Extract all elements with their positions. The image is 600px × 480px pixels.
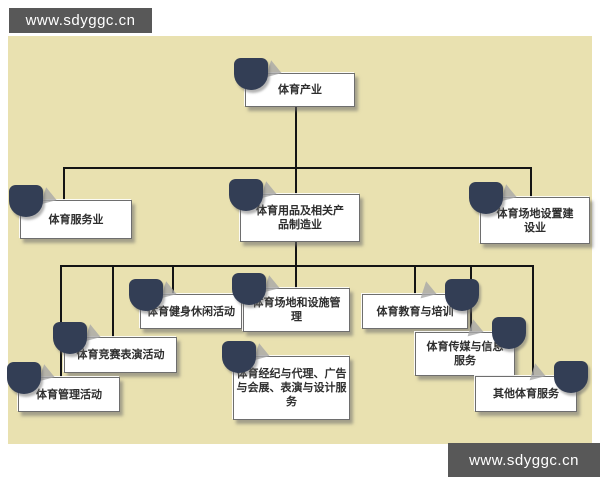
badge-icon bbox=[229, 179, 263, 211]
node-label: 体育产业 bbox=[278, 84, 322, 96]
node-fitness-leisure: 体育健身休闲活动 bbox=[129, 279, 242, 329]
connector-line bbox=[60, 265, 534, 267]
node-other-sports-services: 其他体育服务 bbox=[475, 361, 588, 412]
node-sports-goods-manufacturing: 体育用品及相关产 品制造业 bbox=[229, 179, 360, 242]
node-venue-facility-management: 体育场地和设施管 理 bbox=[232, 273, 350, 332]
node-label: 体育场地设置建 设业 bbox=[496, 207, 574, 234]
node-label: 体育管理活动 bbox=[36, 388, 102, 401]
badge-icon bbox=[492, 317, 526, 349]
connector-line bbox=[295, 240, 297, 289]
badge-icon bbox=[53, 322, 87, 354]
badge-icon bbox=[469, 182, 503, 214]
node-label: 体育健身休闲活动 bbox=[147, 305, 235, 318]
badge-icon bbox=[129, 279, 163, 311]
connector-line bbox=[530, 168, 532, 198]
connector-line bbox=[112, 266, 114, 338]
connector-line bbox=[532, 266, 534, 376]
badge-icon bbox=[445, 279, 479, 311]
node-sports-service-industry: 体育服务业 bbox=[9, 185, 132, 239]
node-label: 体育竞赛表演活动 bbox=[76, 349, 165, 361]
node-competition-performance: 体育竞赛表演活动 bbox=[53, 322, 177, 373]
node-brokerage-agency-services: 体育经纪与代理、广告 与会展、表演与设计服 务 bbox=[222, 341, 350, 420]
node-venue-construction: 体育场地设置建 设业 bbox=[469, 182, 590, 244]
badge-icon bbox=[222, 341, 256, 373]
connector-line bbox=[60, 266, 62, 377]
node-label: 体育用品及相关产 品制造业 bbox=[256, 205, 344, 231]
badge-icon bbox=[9, 185, 43, 217]
node-label: 体育传媒与信息 服务 bbox=[426, 341, 504, 367]
connector-line bbox=[63, 168, 65, 200]
badge-icon bbox=[232, 273, 266, 305]
connector-line bbox=[172, 266, 174, 295]
watermark-top: www.sdyggc.cn bbox=[9, 8, 152, 33]
badge-icon bbox=[234, 58, 268, 90]
node-label: 体育服务业 bbox=[48, 213, 104, 226]
node-management-activities: 体育管理活动 bbox=[7, 362, 120, 412]
connector-line bbox=[414, 266, 416, 294]
badge-icon bbox=[7, 362, 41, 394]
badge-icon bbox=[554, 361, 588, 393]
connector-line bbox=[295, 105, 297, 195]
node-education-training: 体育教育与培训 bbox=[362, 279, 479, 329]
node-label: 其他体育服务 bbox=[493, 388, 559, 400]
node-label: 体育经纪与代理、广告 与会展、表演与设计服 务 bbox=[236, 368, 347, 408]
node-sports-industry: 体育产业 bbox=[234, 58, 355, 107]
node-label: 体育场地和设施管 理 bbox=[252, 297, 341, 323]
connector-line bbox=[63, 167, 532, 169]
watermark-bottom: www.sdyggc.cn bbox=[448, 443, 600, 477]
node-media-information-service: 体育传媒与信息 服务 bbox=[415, 317, 526, 376]
node-label: 体育教育与培训 bbox=[376, 305, 454, 318]
